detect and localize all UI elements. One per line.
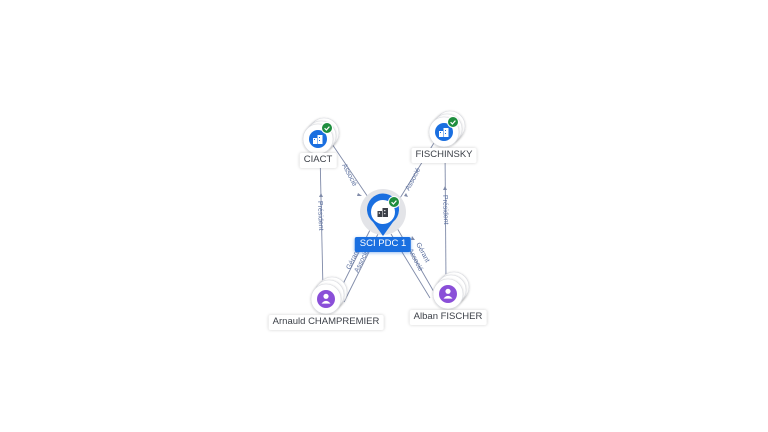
verified-check-icon [388, 196, 400, 208]
arrow-fischinsky-center [404, 193, 408, 197]
node-fischinsky[interactable] [428, 110, 466, 148]
edge-label-ciact-center: Associé [340, 163, 358, 188]
node-label-alban[interactable]: Alban FISCHER [409, 310, 487, 325]
edge-label-fischinsky-center: Associé [405, 167, 423, 192]
node-label-ciact[interactable]: CIACT [299, 153, 337, 168]
arrow-alban-fischinsky [443, 186, 447, 190]
person-icon [317, 290, 335, 308]
person-icon [439, 285, 457, 303]
node-arnauld[interactable] [310, 276, 348, 315]
node-alban[interactable] [432, 271, 470, 310]
verified-check-icon [321, 122, 333, 134]
building-glyph [439, 128, 449, 137]
node-label-fischinsky[interactable]: FISCHINSKY [411, 148, 477, 163]
edge-label-alban-fischinsky: Président [441, 195, 449, 225]
node-ciact[interactable] [302, 117, 340, 155]
building-icon [377, 208, 388, 217]
verified-check-icon [447, 116, 459, 128]
edge-ciact-center [329, 140, 373, 204]
building-glyph [313, 135, 323, 144]
edge-arnauld-ciact [319, 151, 324, 291]
node-center[interactable] [360, 189, 406, 236]
arrow-center-in-2 [411, 236, 415, 240]
arrow-ciact-center [357, 193, 362, 196]
edge-label-arnauld-ciact: Président [316, 201, 324, 231]
node-label-center[interactable]: SCI PDC 1 [354, 237, 412, 252]
node-label-arnauld[interactable]: Arnauld CHAMPREMIER [268, 315, 384, 330]
arrow-arnauld-ciact [319, 193, 323, 197]
edge-alban-fischinsky [444, 147, 447, 283]
